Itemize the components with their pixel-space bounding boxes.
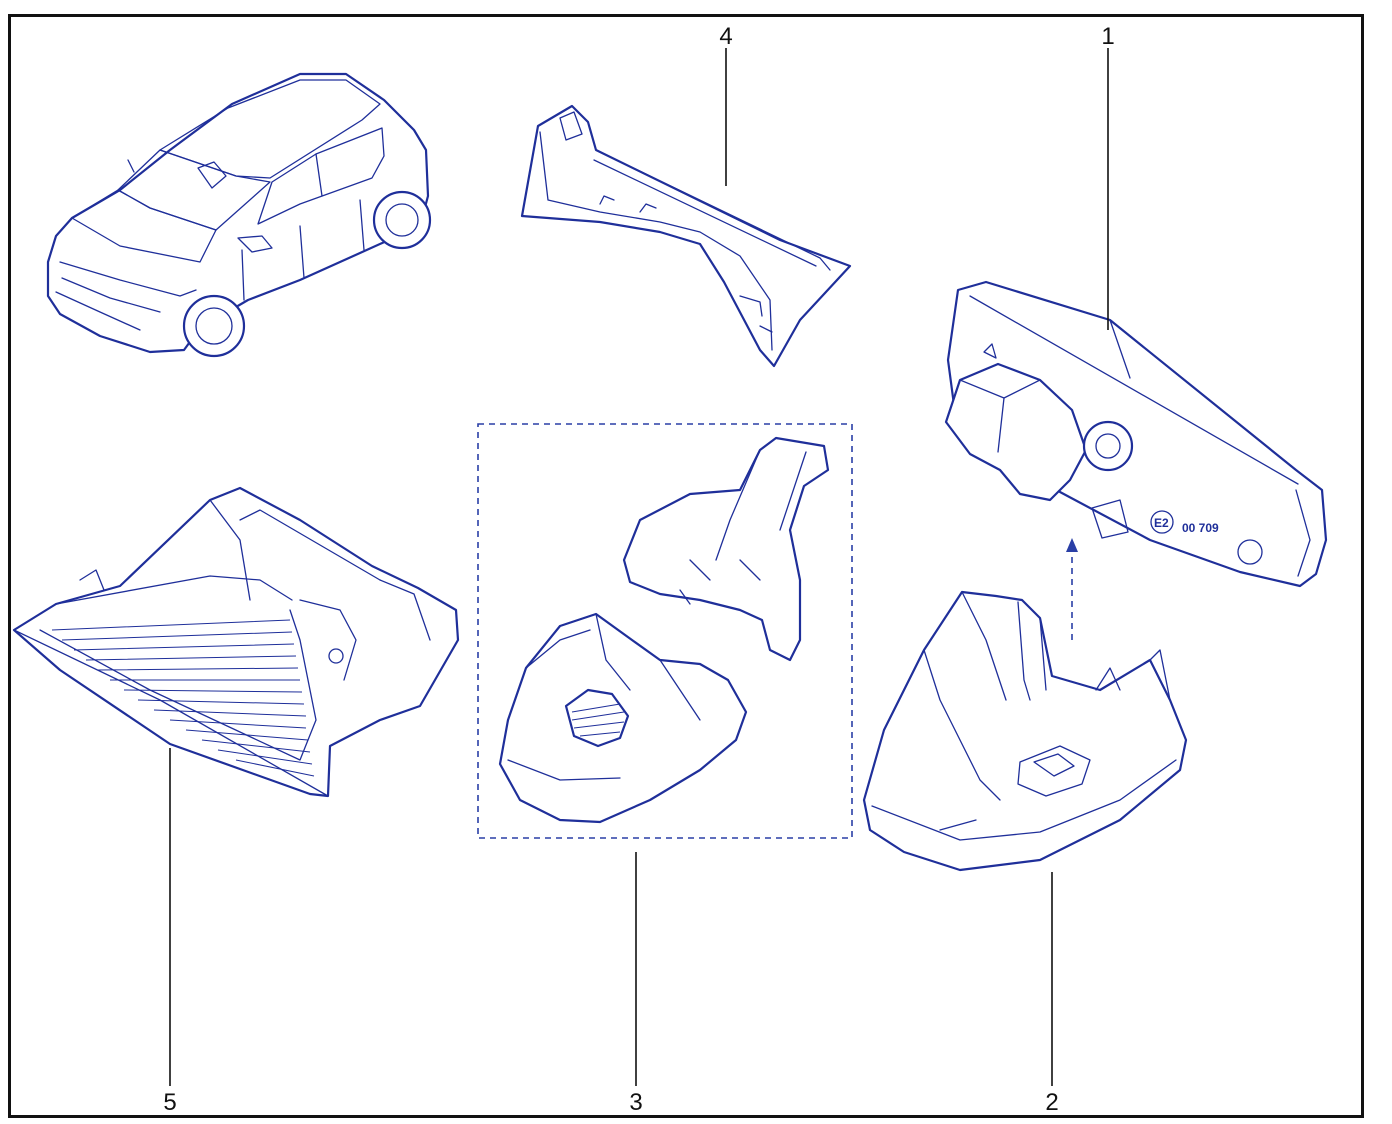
diagram-frame xyxy=(8,14,1364,1118)
camera-bracket-icon xyxy=(12,486,460,798)
mirror-approval-number: 00 709 xyxy=(1182,521,1219,535)
trim-bracket-icon xyxy=(520,104,852,368)
mirror-base-cover-icon xyxy=(862,590,1188,872)
callout-4: 4 xyxy=(719,23,732,50)
assembly-arrow xyxy=(1066,538,1078,640)
sensor-cover-kit-icon xyxy=(477,423,853,839)
leader-lines xyxy=(169,48,1109,1086)
mirror-approval-mark: E2 xyxy=(1154,516,1169,530)
callout-2: 2 xyxy=(1045,1089,1058,1116)
callout-3: 3 xyxy=(629,1089,642,1116)
callout-1: 1 xyxy=(1101,23,1114,50)
callout-5: 5 xyxy=(163,1089,176,1116)
suv-car-icon xyxy=(46,72,432,358)
rearview-mirror-icon: E2 00 709 xyxy=(944,280,1328,588)
